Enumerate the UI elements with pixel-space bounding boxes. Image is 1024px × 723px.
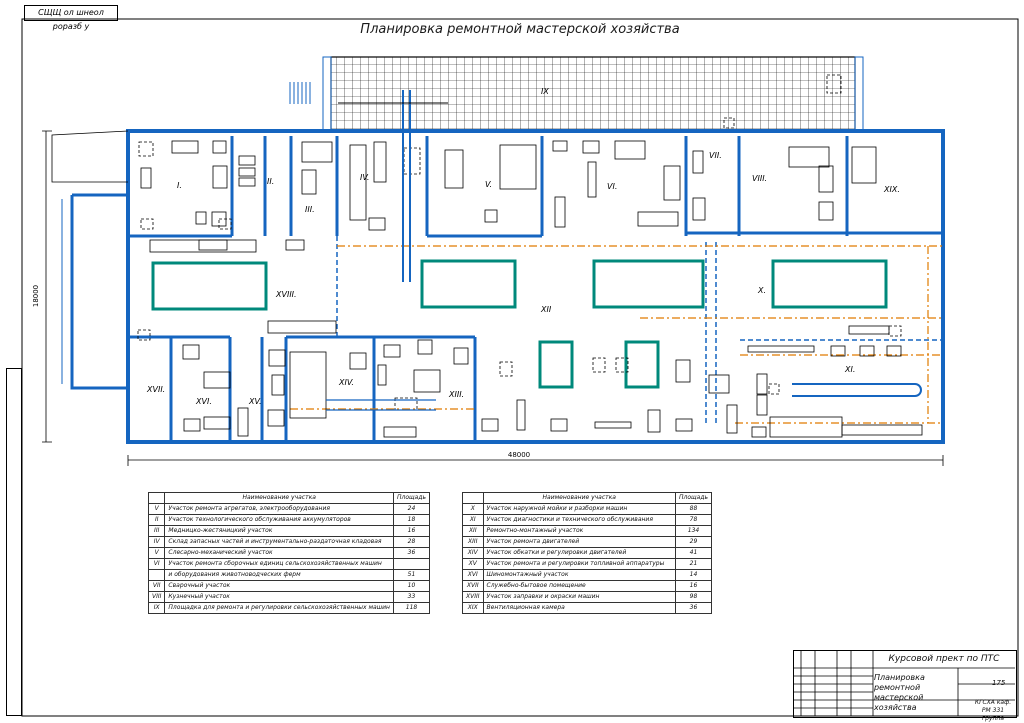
dim-vertical-label: 18000	[32, 285, 40, 307]
organization: КГСХА каф. РМ 331 группа	[974, 699, 1012, 722]
zone-label: XVIII.	[275, 290, 297, 299]
sheet-number: 175	[992, 679, 1006, 687]
zone-label: IX	[541, 87, 549, 96]
title-block: Курсовой прект по ПТС Планировка ремонтн…	[793, 650, 1017, 722]
zone-label: X.	[757, 286, 766, 295]
col-header-name: Наименование участка	[164, 492, 394, 504]
sheet-frame	[21, 18, 1019, 717]
zone-label: XIII.	[448, 390, 464, 399]
drawing-title: Планировка ремонтной мастерской хозяйств…	[360, 22, 680, 37]
course-title: Курсовой прект по ПТС	[888, 654, 1000, 664]
col-header-area: Площадь	[674, 492, 713, 504]
zone-label: V.	[485, 180, 492, 189]
zone-label: XVII.	[146, 385, 165, 394]
zone-label: XIV.	[338, 378, 354, 387]
station-xii-d	[624, 340, 660, 389]
zone-label: XIX.	[883, 185, 900, 194]
zone-label: II.	[267, 177, 274, 186]
building-walls	[126, 129, 945, 444]
zone-label: IV.	[360, 173, 369, 182]
drawing-subject: Планировка ремонтной мастерской хозяйств…	[874, 673, 925, 712]
zone-label: VI.	[607, 182, 617, 191]
zone-label: XV.	[248, 397, 262, 406]
zone-label: I.	[177, 181, 182, 190]
zone-label: XII	[540, 305, 552, 314]
zone-label: VIII.	[752, 174, 767, 183]
col-header-area: Площадь	[392, 492, 431, 504]
zone-label: XI.	[844, 365, 855, 374]
col-header-name: Наименование участка	[482, 492, 676, 504]
station-xii-b	[592, 259, 705, 309]
station-xii-a	[420, 259, 517, 309]
station-xii-c	[538, 340, 574, 389]
zone-label: XVI.	[195, 397, 212, 406]
corner-stamp: СЩЩ ол шнеол роразб у	[24, 5, 118, 31]
zone-label: VII.	[709, 151, 722, 160]
zone-label: III.	[305, 205, 315, 214]
station-x	[771, 259, 888, 309]
station-xviii	[151, 261, 268, 311]
yard-ix	[330, 56, 856, 132]
dim-horizontal-label: 48000	[508, 451, 530, 459]
